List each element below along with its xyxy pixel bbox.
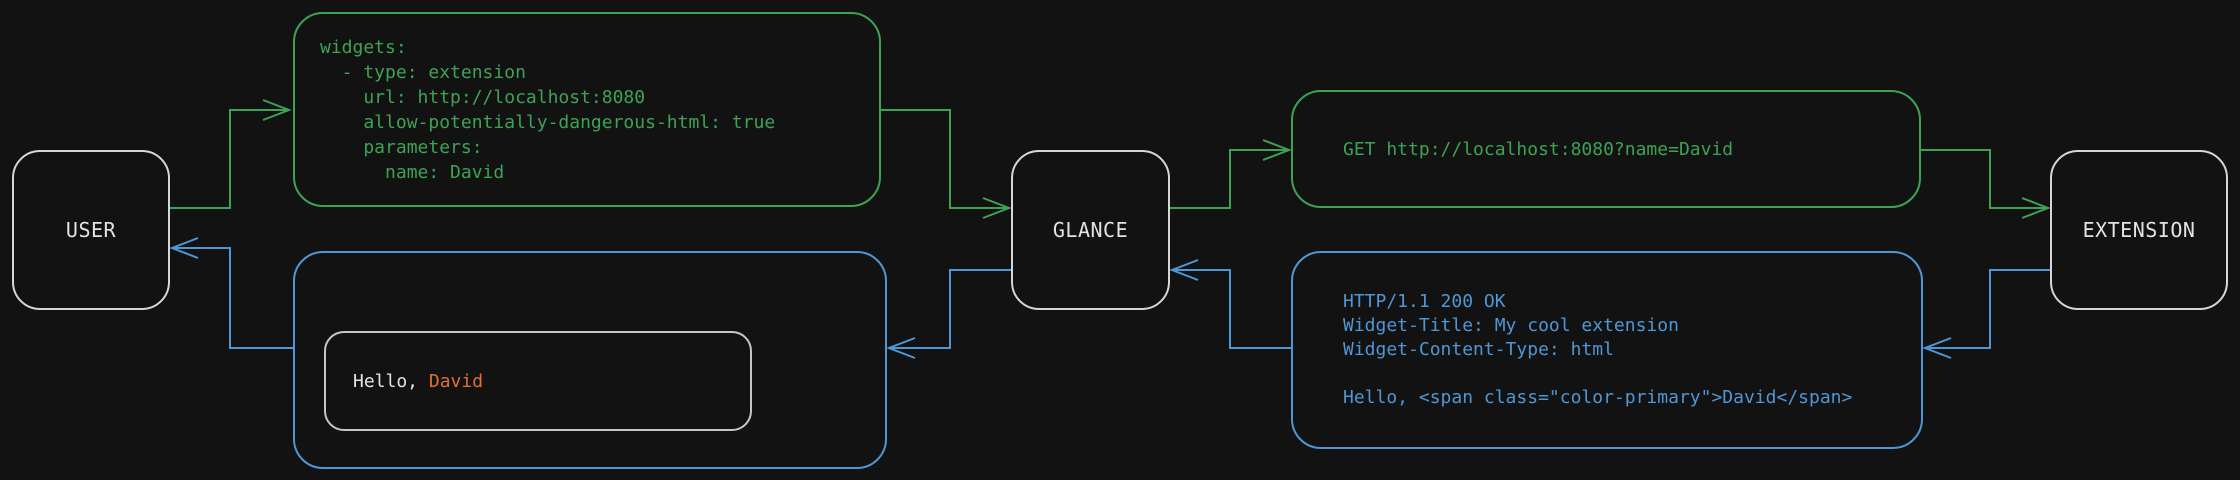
connector-user-to-config	[170, 109, 289, 209]
connector-render-to-user	[172, 247, 293, 349]
config-line: name: David	[320, 161, 505, 183]
connector-glance-to-request	[1170, 149, 1289, 209]
config-line: widgets:	[320, 36, 407, 58]
config-line: url: http://localhost:8080	[320, 86, 646, 108]
config-line: - type: extension	[320, 61, 526, 83]
rendered-widget-box: MY COOL EXTENSION Hello, David	[293, 251, 887, 469]
arrowhead-into-glance-return	[1169, 259, 1199, 281]
node-extension: EXTENSION	[2050, 150, 2228, 310]
http-request-box: GET http://localhost:8080?name=David	[1291, 90, 1921, 208]
response-line: Hello, <span class="color-primary">David…	[1343, 387, 1853, 408]
node-glance-label: GLANCE	[1052, 218, 1129, 242]
greeting-name: David	[428, 370, 484, 392]
node-extension-label: EXTENSION	[2082, 218, 2196, 242]
node-glance: GLANCE	[1011, 150, 1170, 310]
config-line: allow-potentially-dangerous-html: true	[320, 111, 776, 133]
connector-glance-to-render	[889, 269, 1011, 349]
config-yaml-box: widgets: - type: extension url: http://l…	[293, 12, 881, 207]
response-line: HTTP/1.1 200 OK	[1343, 291, 1506, 312]
connector-response-to-glance	[1172, 269, 1291, 349]
connector-config-to-glance	[881, 109, 1009, 209]
arrowhead-into-glance	[982, 197, 1012, 219]
widget-content-frame: Hello, David	[324, 331, 752, 431]
arrowhead-into-render	[886, 337, 916, 359]
response-line: Widget-Title: My cool extension	[1343, 315, 1679, 336]
node-user: USER	[12, 150, 170, 310]
arrowhead-into-response	[1922, 337, 1952, 359]
connector-request-to-extension	[1921, 149, 2048, 209]
request-line: GET http://localhost:8080?name=David	[1343, 138, 1734, 160]
arrowhead-into-extension	[2021, 197, 2051, 219]
config-line: parameters:	[320, 136, 483, 158]
greeting-text: Hello,	[353, 370, 429, 392]
node-user-label: USER	[65, 218, 117, 242]
arrowhead-into-user	[169, 237, 199, 259]
response-line: Widget-Content-Type: html	[1343, 339, 1614, 360]
connector-extension-to-response	[1925, 269, 2050, 349]
http-response-box: HTTP/1.1 200 OK Widget-Title: My cool ex…	[1291, 251, 1923, 449]
arrowhead-into-request	[1262, 139, 1292, 161]
arrowhead-into-config	[262, 99, 292, 121]
response-line	[1343, 362, 1921, 386]
